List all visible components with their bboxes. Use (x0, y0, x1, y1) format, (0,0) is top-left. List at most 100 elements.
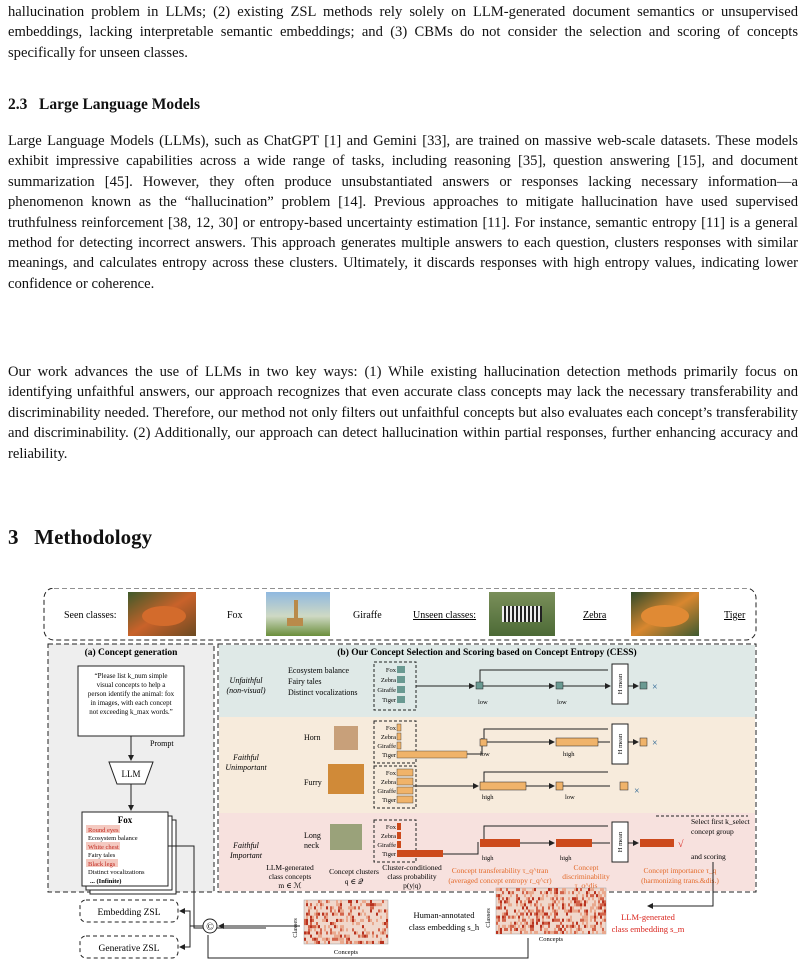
heatmap-cell (542, 915, 544, 919)
group-1-label-2: (non-visual) (226, 686, 265, 695)
heatmap-cell (358, 934, 360, 938)
heatmap-cell (502, 915, 504, 919)
concept-card (81, 811, 169, 887)
svg-text:Fox: Fox (386, 667, 397, 674)
heatmap-cell (592, 906, 594, 910)
heatmap-cell (346, 918, 348, 922)
heatmap-cell (382, 940, 384, 944)
heatmap-cell (338, 906, 340, 910)
giraffe-neck-shape (294, 600, 298, 622)
heatmap-cell (580, 918, 582, 922)
heatmap-cell (536, 912, 538, 916)
heatmap-cell (368, 931, 370, 935)
heatmap-cell (564, 903, 566, 907)
heatmap-cell (310, 903, 312, 907)
heatmap-cell (524, 903, 526, 907)
heatmap-cell (590, 909, 592, 913)
heatmap-cell (576, 909, 578, 913)
heatmap-cell (504, 912, 506, 916)
heatmap-cell (588, 897, 590, 901)
heatmap-cell (304, 918, 306, 922)
heatmap-cell (508, 903, 510, 907)
heatmap-cell (592, 888, 594, 892)
heatmap-cell (510, 930, 512, 934)
heatmap-cell (568, 918, 570, 922)
heatmap-cell (514, 924, 516, 928)
heatmap-cell (306, 918, 308, 922)
band-unimportant (219, 717, 755, 813)
tran-4-high: high (482, 855, 494, 862)
heatmap-cell (380, 903, 382, 907)
heatmap-cell (556, 912, 558, 916)
heatmap-cell (324, 940, 326, 944)
heatmap-cell (352, 922, 354, 926)
heatmap-cell (602, 888, 604, 892)
heatmap-cell (382, 931, 384, 935)
heatmap-cell (376, 903, 378, 907)
human-label-1: Human-annotated (414, 910, 476, 920)
heatmap-cell (604, 906, 606, 910)
heatmap-cell (342, 918, 344, 922)
heatmap-cell (584, 912, 586, 916)
heatmap-cell (518, 897, 520, 901)
embedding-zsl: Embedding ZSL (97, 908, 160, 918)
heatmap-cell (334, 934, 336, 938)
heatmap-cell (536, 900, 538, 904)
heatmap-cell (580, 903, 582, 907)
heatmap-cell (604, 909, 606, 913)
heatmap-cell (498, 918, 500, 922)
heatmap-cell (548, 903, 550, 907)
heatmap-cell (522, 927, 524, 931)
heatmap-cell (306, 915, 308, 919)
heatmap-cell (556, 903, 558, 907)
heatmap-cell (570, 930, 572, 934)
heatmap-cell (324, 912, 326, 916)
heatmap-cell (526, 921, 528, 925)
concat-symbol: © (206, 922, 214, 933)
heatmap-cell (502, 897, 504, 901)
heatmap-cell (570, 909, 572, 913)
p-bar-1-3 (397, 686, 405, 693)
heatmap-cell (534, 912, 536, 916)
svg-text:Tiger: Tiger (382, 797, 397, 804)
heatmap-cell (360, 918, 362, 922)
heatmap-cell (522, 906, 524, 910)
heatmap-cell (564, 906, 566, 910)
heatmap-cell (350, 900, 352, 904)
heatmap-cell (550, 891, 552, 895)
heatmap-cell (604, 891, 606, 895)
llm-classes-axis: Classes (485, 908, 492, 928)
heatmap-cell (534, 888, 536, 892)
heatmap-cell (530, 927, 532, 931)
heatmap-cell (578, 903, 580, 907)
concept-neck: neck (304, 841, 319, 850)
heatmap-cell (510, 915, 512, 919)
heatmap-cell (594, 918, 596, 922)
heatmap-cell (532, 921, 534, 925)
dis-4 (556, 839, 592, 847)
heatmap-cell (320, 931, 322, 935)
heatmap-cell (316, 937, 318, 941)
heatmap-cell (570, 915, 572, 919)
heatmap-cell (526, 906, 528, 910)
flow-4d (483, 825, 608, 839)
heatmap-cell (374, 903, 376, 907)
heatmap-cell (380, 937, 382, 941)
heatmap-cell (324, 928, 326, 932)
heatmap-cell (590, 894, 592, 898)
heatmap-cell (330, 931, 332, 935)
heatmap-cell (554, 888, 556, 892)
tran-1 (475, 681, 484, 690)
heatmap-cell (498, 924, 500, 928)
heatmap-cell (554, 912, 556, 916)
p-bar-2-3 (396, 741, 402, 750)
heatmap-cell (524, 924, 526, 928)
group-1-label-1: Unfaithful (230, 676, 264, 685)
heatmap-cell (594, 909, 596, 913)
prompt-box (77, 665, 185, 737)
heatmap-cell (308, 928, 310, 932)
llm-label: LLM (122, 769, 141, 779)
heatmap-cell (304, 922, 306, 926)
heatmap-cell (332, 922, 334, 926)
heatmap-cell (504, 906, 506, 910)
